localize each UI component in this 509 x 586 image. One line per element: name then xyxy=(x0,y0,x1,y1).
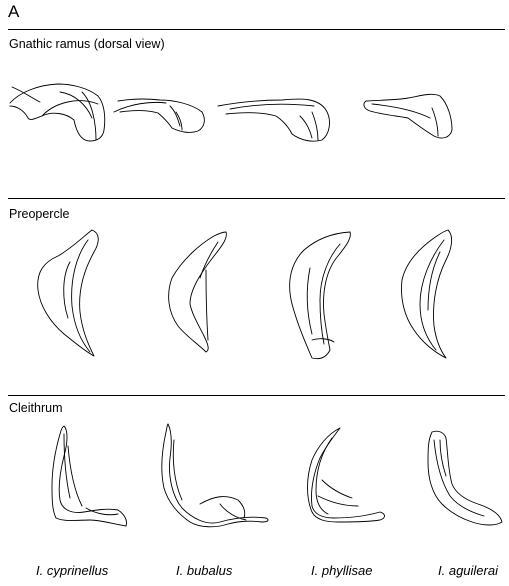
cleithrum-phyllisae xyxy=(308,428,385,522)
species-label-phyllisae: I. phyllisae xyxy=(311,563,372,578)
species-label-aguilerai: I. aguilerai xyxy=(438,563,498,578)
gnathic-ramus-aguilerai xyxy=(364,94,452,138)
gnathic-ramus-phyllisae xyxy=(218,99,329,141)
cleithrum-aguilerai xyxy=(428,431,502,525)
gnathic-ramus-cyprinellus xyxy=(10,84,105,141)
preopercle-bubalus xyxy=(169,232,227,352)
species-label-cyprinellus: I. cyprinellus xyxy=(36,563,108,578)
cleithrum-cyprinellus xyxy=(52,426,127,526)
preopercle-aguilerai xyxy=(402,230,452,358)
gnathic-ramus-bubalus xyxy=(114,99,204,133)
cleithrum-bubalus xyxy=(162,424,268,527)
preopercle-phyllisae xyxy=(290,232,351,359)
preopercle-cyprinellus xyxy=(38,230,99,356)
species-label-bubalus: I. bubalus xyxy=(176,563,232,578)
